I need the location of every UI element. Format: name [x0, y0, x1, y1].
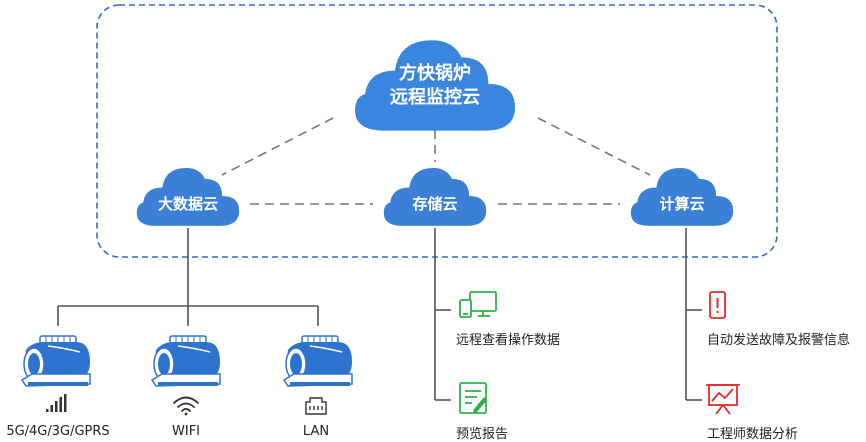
- storage-output-label-1: 远程查看操作数据: [456, 333, 561, 348]
- cloud-main-line1: 方快锅炉: [399, 62, 471, 84]
- monitor-phone-icon: [459, 291, 497, 318]
- cloud-storage-label: 存储云: [412, 195, 457, 213]
- compute-output-label-2: 工程师数据分析: [707, 427, 799, 442]
- boiler-icon-3: [283, 335, 353, 387]
- boiler-label-1: 5G/4G/3G/GPRS: [6, 424, 110, 439]
- wifi-icon: [173, 396, 199, 416]
- boiler-icon-1: [21, 335, 91, 387]
- storage-output-label-2: 预览报告: [456, 427, 509, 442]
- cloud-bigdata: 大数据云: [136, 167, 240, 226]
- connector-main-compute: [537, 117, 651, 176]
- tree-lines: [57, 228, 702, 401]
- boiler-label-3: LAN: [302, 424, 330, 439]
- cloud-storage: 存储云: [383, 167, 487, 226]
- signal-bars-icon: [46, 394, 67, 412]
- compute-output-label-1: 自动发送故障及报警信息: [707, 333, 851, 348]
- chart-board-icon: [706, 384, 740, 415]
- boiler-icon-2: [151, 335, 221, 387]
- boiler-label-2: WIFI: [172, 424, 200, 439]
- phone-alert-icon: [709, 291, 726, 319]
- report-edit-icon: [459, 382, 487, 414]
- lan-port-icon: [305, 397, 327, 415]
- cloud-main: 方快锅炉 远程监控云: [355, 40, 515, 131]
- cloud-connectors: [221, 117, 651, 205]
- cloud-frame: [96, 4, 778, 258]
- cloud-main-line2: 远程监控云: [390, 86, 480, 108]
- cloud-compute-label: 计算云: [659, 195, 704, 213]
- connector-main-bigdata: [221, 117, 334, 176]
- cloud-compute: 计算云: [630, 167, 734, 226]
- cloud-bigdata-label: 大数据云: [158, 195, 218, 213]
